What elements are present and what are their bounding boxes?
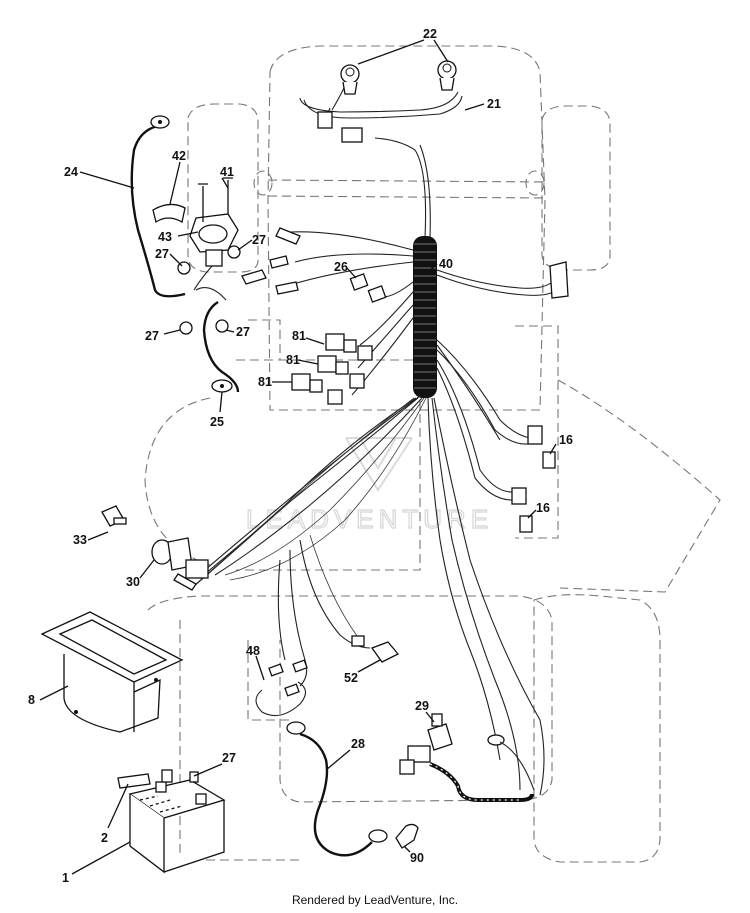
callout-25: 25 bbox=[210, 415, 224, 429]
callout-27-d: 27 bbox=[236, 325, 250, 339]
callout-1: 1 bbox=[62, 871, 69, 885]
footer-credit: Rendered by LeadVenture, Inc. bbox=[291, 893, 459, 907]
callout-33: 33 bbox=[73, 533, 87, 547]
callout-24: 24 bbox=[64, 165, 78, 179]
callout-81-c: 81 bbox=[258, 375, 272, 389]
coiled-cord bbox=[429, 762, 534, 802]
callout-81-b: 81 bbox=[286, 353, 300, 367]
callout-2: 2 bbox=[101, 831, 108, 845]
headlight-connector bbox=[317, 111, 333, 129]
callout-8: 8 bbox=[28, 693, 35, 707]
callout-21: 21 bbox=[487, 97, 501, 111]
headlight-plug bbox=[341, 127, 363, 143]
watermark-text: LEADVENTURE bbox=[246, 504, 493, 534]
callout-16-a: 16 bbox=[559, 433, 573, 447]
solenoid-assembly bbox=[130, 115, 301, 393]
callouts: 22 21 24 42 41 43 27 27 27 27 25 26 40 8… bbox=[28, 27, 573, 885]
callout-30: 30 bbox=[126, 575, 140, 589]
solenoid-body bbox=[189, 177, 239, 267]
callout-22: 22 bbox=[423, 27, 437, 41]
callout-26: 26 bbox=[334, 260, 348, 274]
callout-27-a: 27 bbox=[155, 247, 169, 261]
seat-switch-29 bbox=[399, 713, 453, 775]
callout-28: 28 bbox=[351, 737, 365, 751]
callout-48: 48 bbox=[246, 644, 260, 658]
convoluted-tubing bbox=[413, 236, 437, 398]
callout-90: 90 bbox=[410, 851, 424, 865]
connectors-16 bbox=[511, 261, 569, 533]
main-harness bbox=[189, 137, 561, 796]
headlight-bulb-right bbox=[437, 60, 457, 91]
leader-lines bbox=[39, 39, 557, 875]
ignition-switch bbox=[151, 537, 209, 591]
relays-and-connectors bbox=[291, 273, 387, 405]
headlight-harness bbox=[299, 60, 463, 143]
callout-52: 52 bbox=[344, 671, 358, 685]
relay-lower bbox=[291, 373, 343, 405]
callout-16-b: 16 bbox=[536, 501, 550, 515]
callout-29: 29 bbox=[415, 699, 429, 713]
battery bbox=[117, 769, 226, 874]
ignition-parts bbox=[101, 505, 209, 591]
callout-43: 43 bbox=[158, 230, 172, 244]
battery-tray bbox=[40, 611, 184, 733]
callout-27-e: 27 bbox=[222, 751, 236, 765]
headlight-bulb-left bbox=[340, 64, 360, 95]
callout-27-c: 27 bbox=[145, 329, 159, 343]
seat-and-ground-parts bbox=[255, 635, 535, 857]
callout-27-b: 27 bbox=[252, 233, 266, 247]
chassis-outline bbox=[144, 45, 721, 863]
relay-upper bbox=[325, 333, 373, 361]
callout-42: 42 bbox=[172, 149, 186, 163]
callout-40: 40 bbox=[439, 257, 453, 271]
callout-41: 41 bbox=[220, 165, 234, 179]
relay-middle bbox=[317, 355, 365, 389]
callout-81-a: 81 bbox=[292, 329, 306, 343]
